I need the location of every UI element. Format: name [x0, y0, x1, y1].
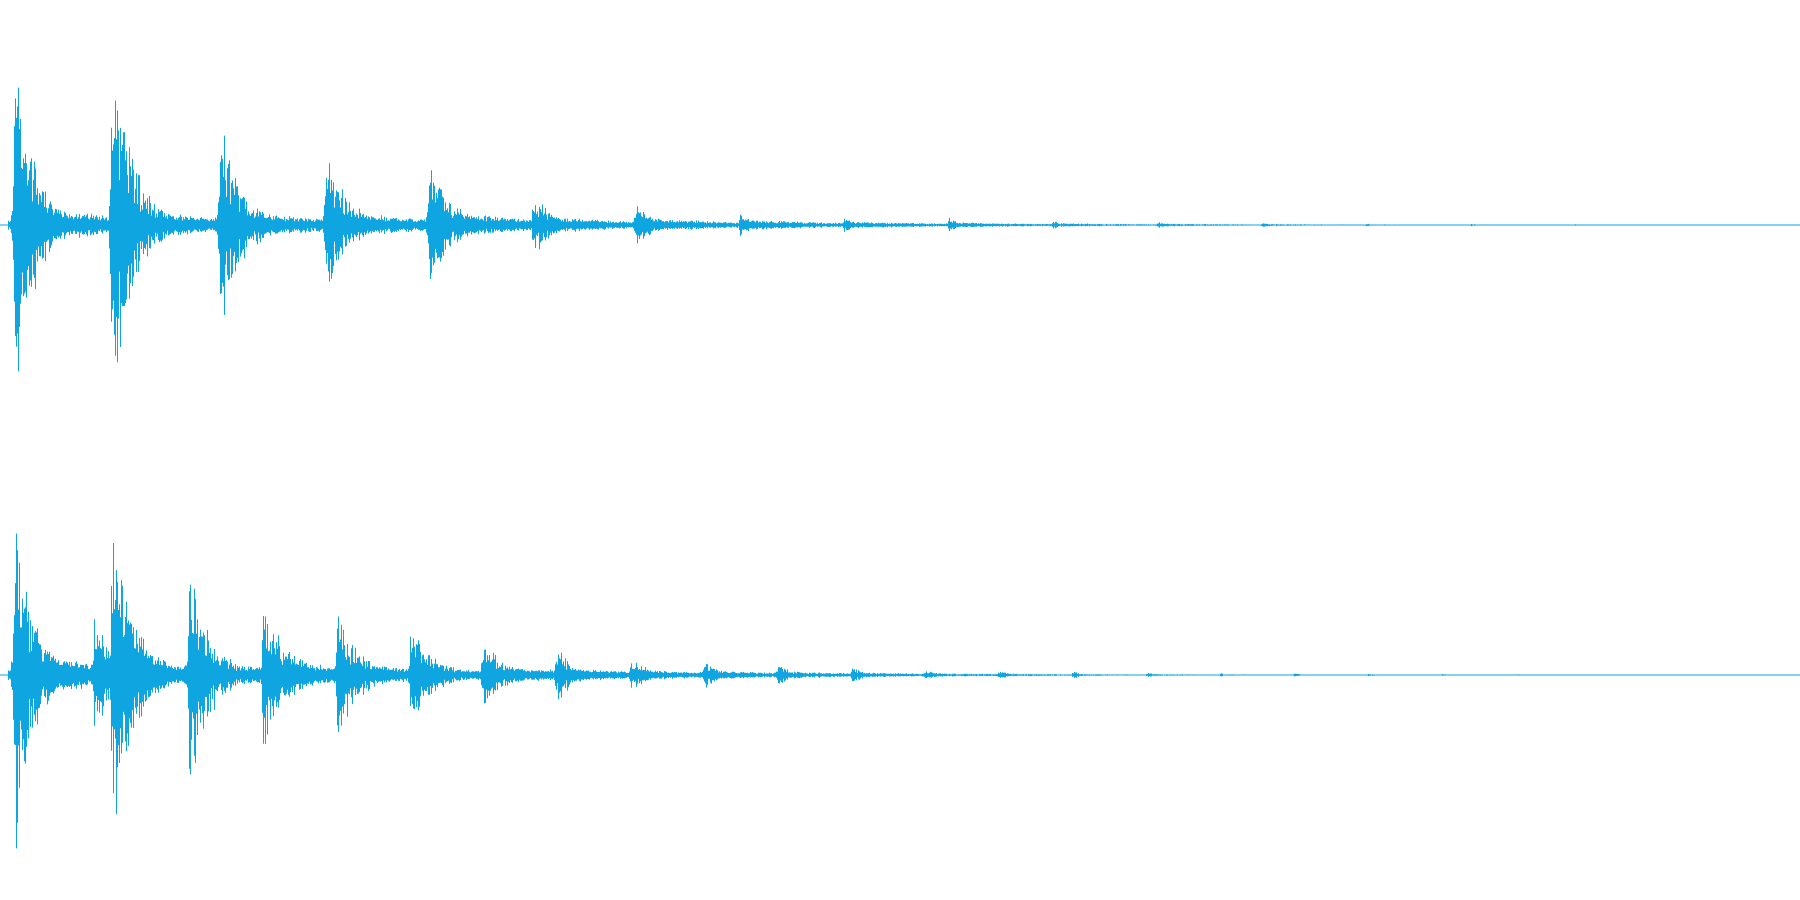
channel-top-waveform [0, 87, 1800, 372]
waveform-trace [8, 533, 1650, 849]
channel-bottom-waveform [0, 533, 1800, 849]
waveform-trace [8, 87, 1727, 372]
